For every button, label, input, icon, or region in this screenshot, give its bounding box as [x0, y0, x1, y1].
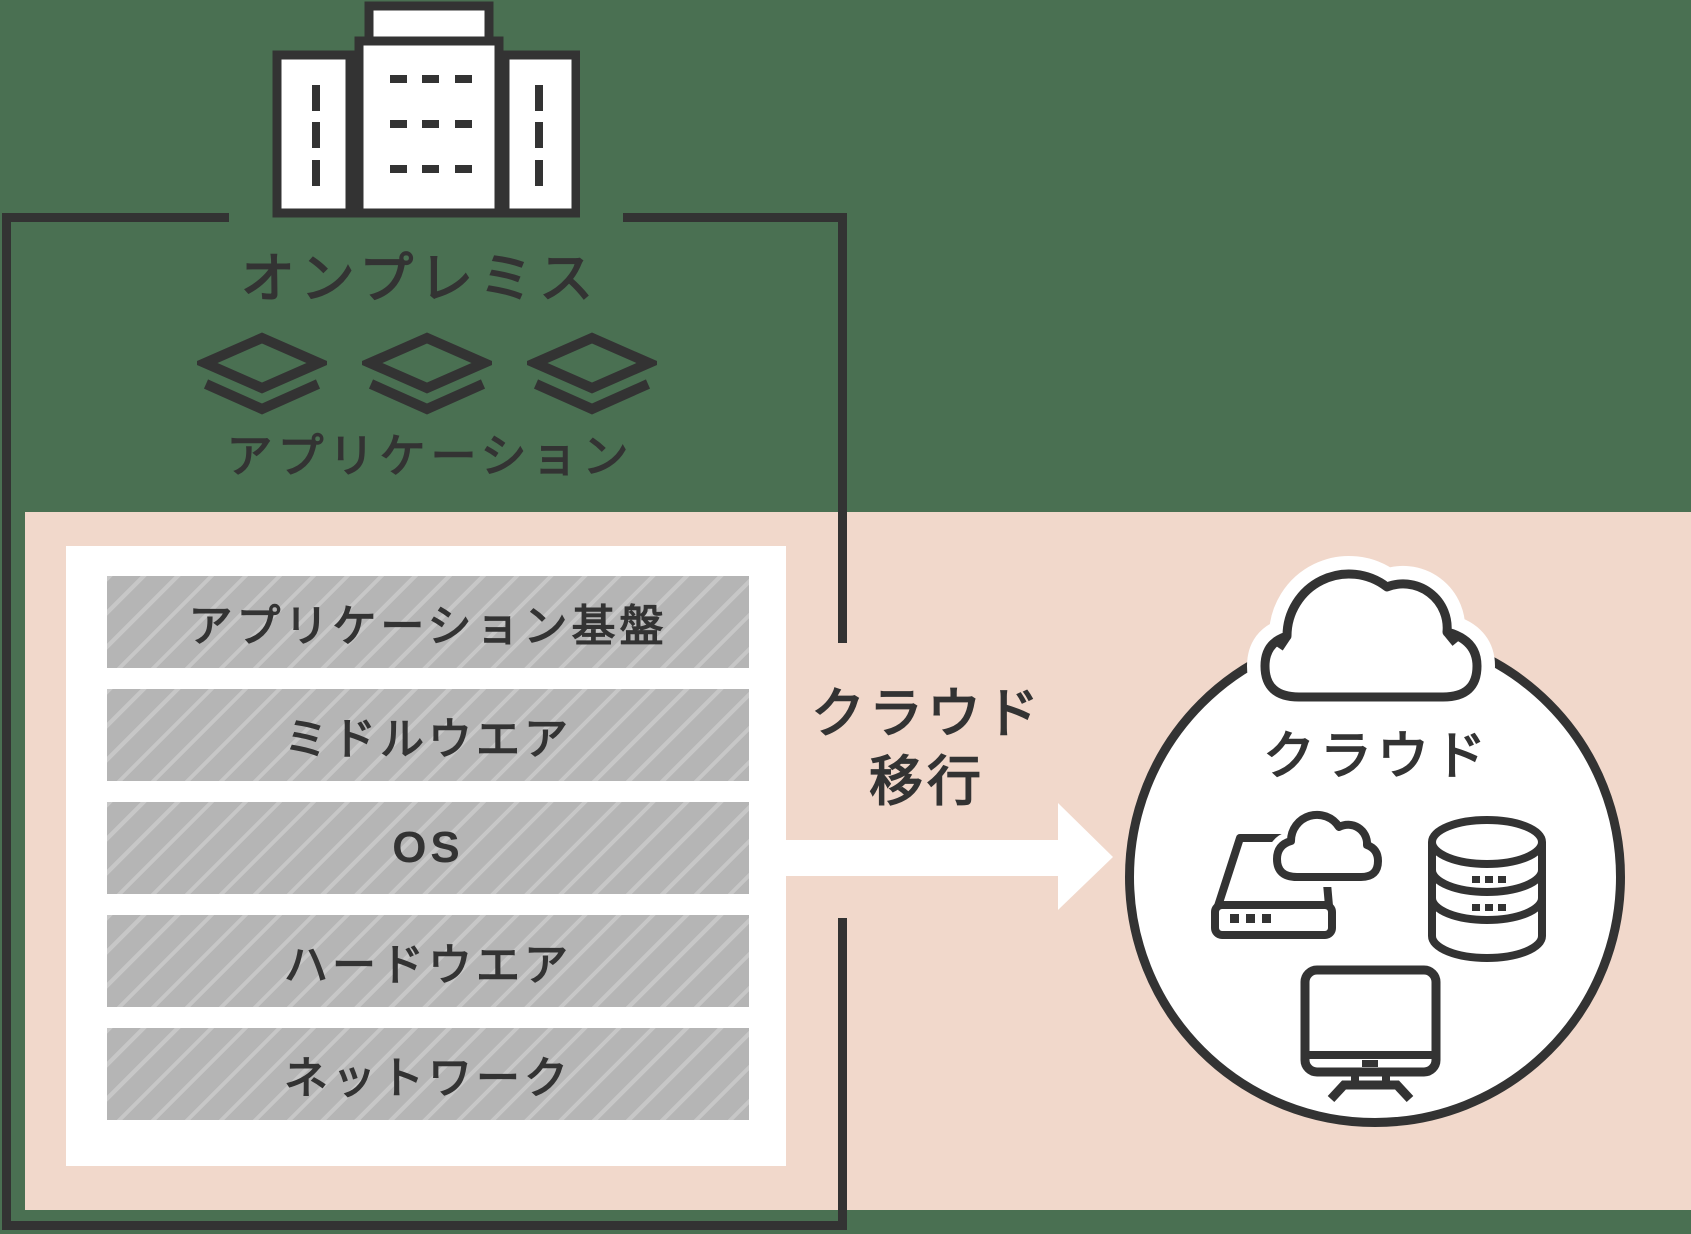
building-icon	[272, 1, 580, 218]
onprem-frame-right-border-lower-segment	[838, 918, 847, 1230]
migration-label-line2: 移行	[869, 752, 985, 812]
stack-layer-middleware: ミドルウエア	[107, 689, 749, 781]
cloud-title: クラウド	[1262, 728, 1491, 786]
layers-icon	[362, 332, 492, 415]
application-layer-icons	[197, 332, 657, 420]
stack-layer-hardware: ハードウエア	[107, 915, 749, 1007]
onprem-frame-top-border-right-segment	[623, 213, 847, 222]
onprem-stack-box: アプリケーション基盤 ミドルウエア OS ハードウエア ネットワーク	[66, 546, 786, 1166]
onprem-frame-top-border-left-segment	[2, 213, 229, 222]
stack-layer-os: OS	[107, 802, 749, 894]
layers-icon	[527, 332, 657, 415]
stack-layer-network: ネットワーク	[107, 1028, 749, 1120]
storage-cloud-icon	[1211, 805, 1385, 939]
onprem-title: オンプレミス	[240, 249, 600, 309]
migration-label-line1: クラウド	[811, 684, 1043, 744]
onprem-frame-right-border-upper-segment	[838, 213, 847, 643]
monitor-icon	[1300, 965, 1441, 1103]
cloud-icon	[1247, 556, 1495, 710]
application-caption: アプリケーション	[226, 430, 634, 482]
arrow-right-icon	[786, 803, 1113, 910]
stack-layer-application-platform: アプリケーション基盤	[107, 576, 749, 668]
layers-icon	[197, 332, 327, 415]
onprem-frame-left-border	[2, 213, 11, 1230]
onprem-frame-bottom-border	[2, 1221, 847, 1230]
migration-label: クラウド 移行	[777, 680, 1077, 816]
database-icon	[1428, 816, 1546, 962]
